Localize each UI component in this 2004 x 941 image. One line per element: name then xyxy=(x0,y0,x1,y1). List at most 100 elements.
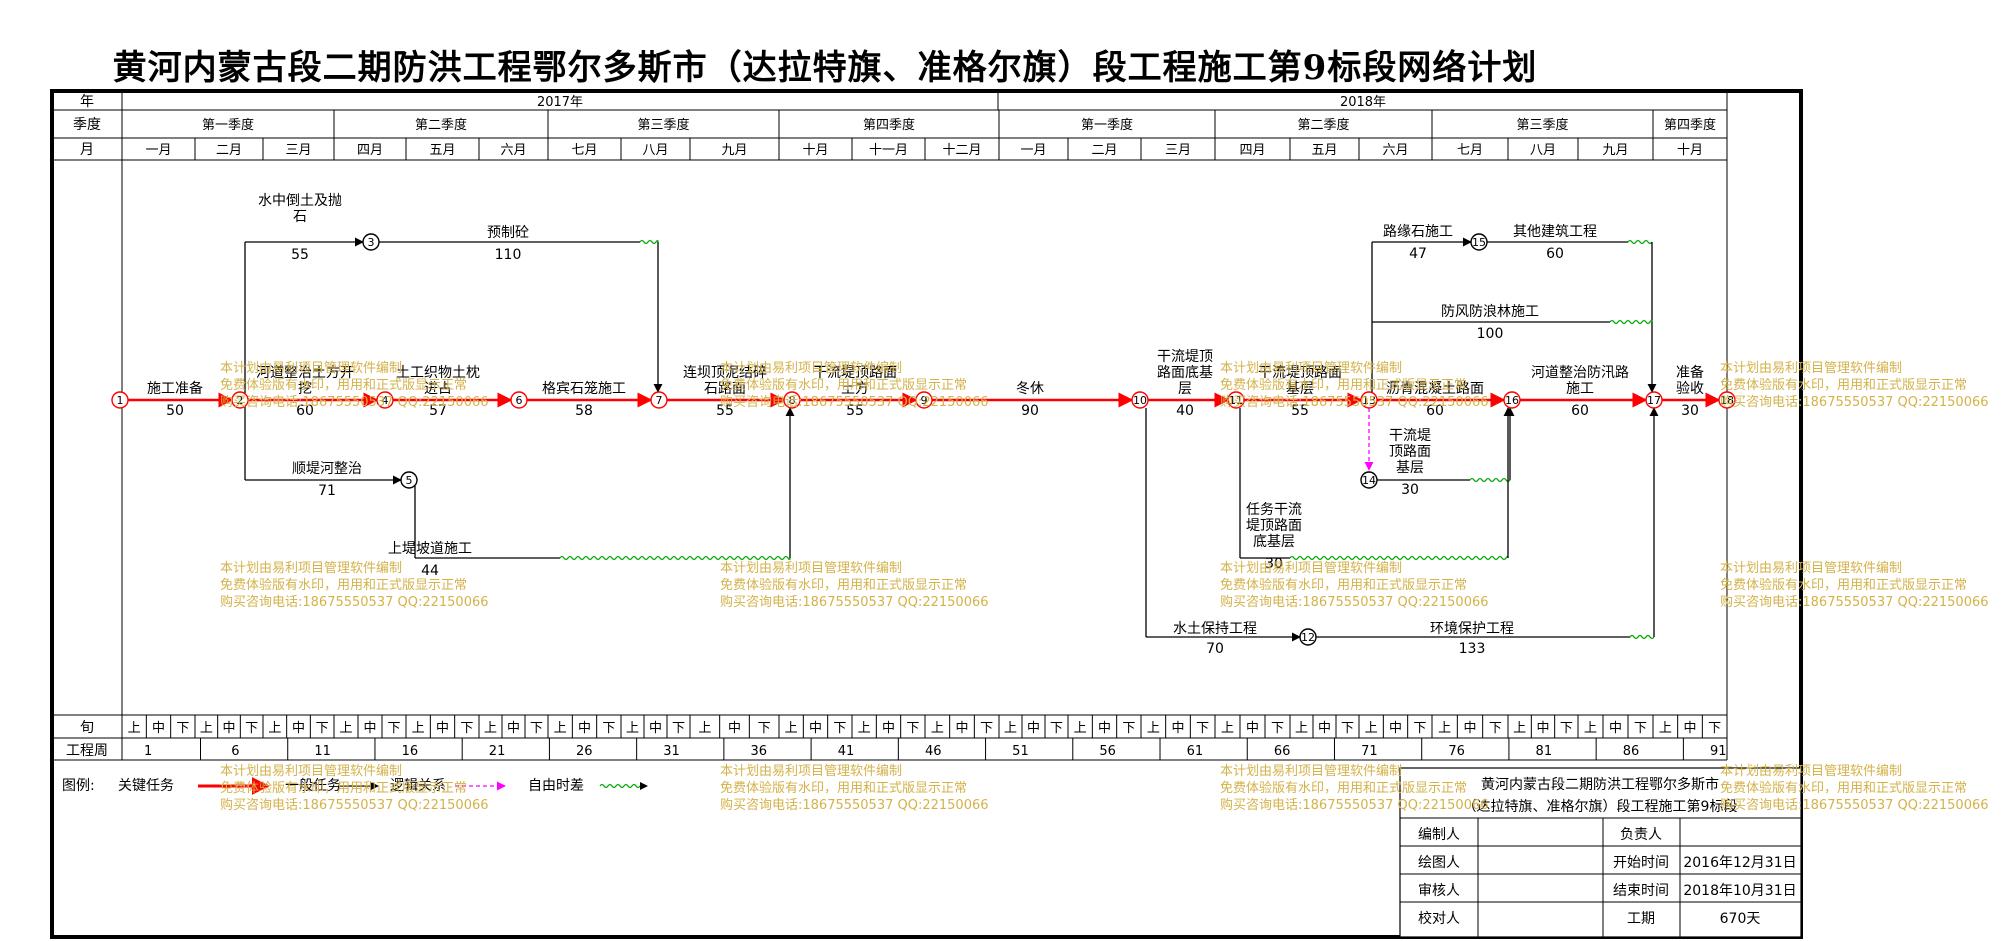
xun-label: 中 xyxy=(578,721,591,736)
node-5: 5 xyxy=(400,471,418,489)
legend-normal-label: 一般任务 xyxy=(285,778,341,794)
node-17: 17 xyxy=(1645,391,1663,409)
watermark-text: 购买咨询电话:18675550537 QQ:22150066 xyxy=(220,797,489,813)
week-label: 66 xyxy=(1274,744,1291,759)
xun-label: 中 xyxy=(363,721,376,736)
node-circle xyxy=(650,391,668,409)
watermark-text: 购买咨询电话:18675550537 QQ:22150066 xyxy=(1220,394,1489,410)
task-name: 石路面 xyxy=(704,381,746,397)
node-13: 13 xyxy=(1360,391,1378,409)
node-circle xyxy=(1299,628,1317,646)
week-label: 61 xyxy=(1187,744,1204,759)
month-label: 七月 xyxy=(571,143,597,158)
task-name: 水土保持工程 xyxy=(1173,621,1257,637)
watermark-text: 购买咨询电话:18675550537 QQ:22150066 xyxy=(1720,797,1989,813)
free-float-line xyxy=(1289,555,1509,561)
task-duration: 60 xyxy=(1571,403,1589,419)
xun-label: 上 xyxy=(1365,721,1378,736)
xun-label: 中 xyxy=(1171,721,1184,736)
watermark-text: 购买咨询电话:18675550537 QQ:22150066 xyxy=(1720,594,1989,610)
task-duration: 70 xyxy=(1206,641,1224,657)
task-name: 预制砼 xyxy=(487,225,529,241)
node-12: 12 xyxy=(1299,628,1317,646)
xun-label: 中 xyxy=(1536,721,1549,736)
xun-label: 中 xyxy=(152,721,165,736)
xun-label: 下 xyxy=(245,721,258,736)
row-label-year: 年 xyxy=(80,94,94,110)
node-number: 8 xyxy=(789,394,796,407)
quarter-label: 第四季度 xyxy=(1664,117,1716,133)
task-name: 土方 xyxy=(841,381,869,397)
watermark-text: 购买咨询电话:18675550537 QQ:22150066 xyxy=(220,394,489,410)
info-field-label: 工期 xyxy=(1627,911,1655,927)
month-label: 十月 xyxy=(802,143,828,158)
node-circle xyxy=(362,233,380,251)
info-field-value: 2018年10月31日 xyxy=(1683,883,1796,899)
watermark-text: 本计划由易利项目管理软件编制 xyxy=(720,361,902,376)
xun-label: 下 xyxy=(672,721,685,736)
node-number: 11 xyxy=(1229,394,1243,407)
xun-label: 上 xyxy=(1513,721,1526,736)
task-name: 基层 xyxy=(1396,459,1424,476)
watermark-text: 本计划由易利项目管理软件编制 xyxy=(720,764,902,779)
xun-label: 下 xyxy=(316,721,329,736)
watermark-text: 购买咨询电话:18675550537 QQ:22150066 xyxy=(720,797,989,813)
year-label: 2017年 xyxy=(537,95,583,110)
week-label: 81 xyxy=(1536,744,1553,759)
task-duration: 47 xyxy=(1409,246,1427,262)
watermark-text: 免费体验版有水印，用用和正式版显示正常 xyxy=(1720,377,1967,393)
xun-label: 下 xyxy=(1341,721,1354,736)
watermark-text: 免费体验版有水印，用用和正式版显示正常 xyxy=(720,377,967,393)
month-label: 四月 xyxy=(1239,143,1265,158)
watermark-text: 免费体验版有水印，用用和正式版显示正常 xyxy=(220,780,467,796)
task-label: 水土保持工程 70 xyxy=(1173,621,1257,657)
month-label: 十二月 xyxy=(942,143,981,158)
task-name: 基层 xyxy=(1286,380,1314,397)
xun-label: 上 xyxy=(698,721,711,736)
node-circle xyxy=(111,391,129,409)
xun-label: 中 xyxy=(1463,721,1476,736)
node-circle xyxy=(1470,233,1488,251)
quarter-label: 第三季度 xyxy=(1516,117,1568,133)
node-8: 8 xyxy=(783,391,801,409)
task-name: 环境保护工程 xyxy=(1430,621,1514,637)
node-4: 4 xyxy=(376,391,394,409)
node-circle xyxy=(1360,471,1378,489)
node-circle xyxy=(1645,391,1663,409)
info-role-label: 绘图人 xyxy=(1418,855,1460,871)
watermark-text: 购买咨询电话:18675550537 QQ:22150066 xyxy=(220,594,489,610)
page-title: 黄河内蒙古段二期防洪工程鄂尔多斯市（达拉特旗、准格尔旗）段工程施工第9标段网络计… xyxy=(112,48,1538,88)
week-label: 36 xyxy=(750,744,767,759)
xun-label: 下 xyxy=(176,721,189,736)
month-label: 十一月 xyxy=(869,143,908,158)
node-1: 1 xyxy=(111,391,129,409)
week-label: 56 xyxy=(1099,744,1116,759)
task-duration: 133 xyxy=(1459,641,1486,657)
quarter-label: 第四季度 xyxy=(863,117,915,133)
task-duration: 71 xyxy=(318,483,336,499)
xun-label: 上 xyxy=(268,721,281,736)
xun-label: 下 xyxy=(1634,721,1647,736)
month-label: 八月 xyxy=(642,143,668,158)
month-label: 二月 xyxy=(216,143,242,158)
node-circle xyxy=(1718,391,1736,409)
week-label: 6 xyxy=(231,744,239,759)
watermark-text: 免费体验版有水印，用用和正式版显示正常 xyxy=(1220,577,1467,593)
month-label: 五月 xyxy=(429,143,455,158)
node-18: 18 xyxy=(1718,391,1736,409)
task-name: 石 xyxy=(293,209,307,225)
month-label: 七月 xyxy=(1457,143,1483,158)
week-label: 21 xyxy=(489,744,506,759)
row-label-month: 月 xyxy=(80,142,94,158)
watermark-text: 本计划由易利项目管理软件编制 xyxy=(220,361,402,376)
task-name: 格宾石笼施工 xyxy=(542,380,626,397)
node-number: 16 xyxy=(1505,394,1519,407)
watermark-text: 免费体验版有水印，用用和正式版显示正常 xyxy=(1720,577,1967,593)
node-number: 17 xyxy=(1647,394,1661,407)
task-duration: 44 xyxy=(421,563,439,579)
